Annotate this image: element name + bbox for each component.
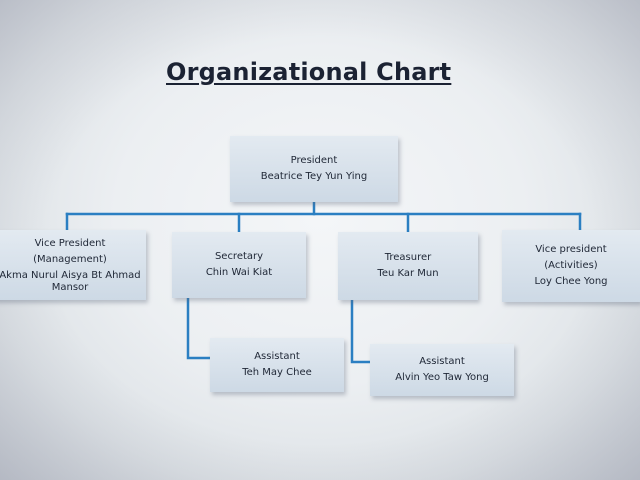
node-vp-activities-role-sub: (Activities) xyxy=(544,260,598,271)
node-assistant-secretary: Assistant Teh May Chee xyxy=(210,338,344,392)
connector-treasurer-assistant xyxy=(350,298,372,364)
node-treasurer-name: Teu Kar Mun xyxy=(377,268,439,279)
node-vp-activities: Vice president (Activities) Loy Chee Yon… xyxy=(502,230,640,302)
node-secretary-name: Chin Wai Kiat xyxy=(205,267,273,278)
chart-title: Organizational Chart xyxy=(166,58,452,86)
node-assistant-secretary-role: Assistant xyxy=(254,351,300,362)
connector-secretary-assistant xyxy=(186,296,212,360)
node-vp-management: Vice President (Management) Akma Nurul A… xyxy=(0,230,146,300)
node-vp-activities-name: Loy Chee Yong xyxy=(534,276,608,287)
node-president-role: President xyxy=(290,155,338,166)
node-vp-management-name: Akma Nurul Aisya Bt Ahmad Mansor xyxy=(0,270,141,293)
node-secretary-role: Secretary xyxy=(214,251,264,262)
node-president: President Beatrice Tey Yun Ying xyxy=(230,136,398,202)
node-assistant-treasurer-role: Assistant xyxy=(419,356,465,367)
node-vp-management-role: Vice President xyxy=(34,238,106,249)
node-assistant-secretary-name: Teh May Chee xyxy=(242,367,312,378)
node-secretary: Secretary Chin Wai Kiat xyxy=(172,232,306,298)
node-president-name: Beatrice Tey Yun Ying xyxy=(260,171,368,182)
node-vp-management-role-sub: (Management) xyxy=(33,254,107,265)
node-assistant-treasurer-name: Alvin Yeo Taw Yong xyxy=(395,372,489,383)
node-assistant-treasurer: Assistant Alvin Yeo Taw Yong xyxy=(370,344,514,396)
node-treasurer: Treasurer Teu Kar Mun xyxy=(338,232,478,300)
node-vp-activities-role: Vice president xyxy=(535,244,607,255)
node-treasurer-role: Treasurer xyxy=(384,252,432,263)
